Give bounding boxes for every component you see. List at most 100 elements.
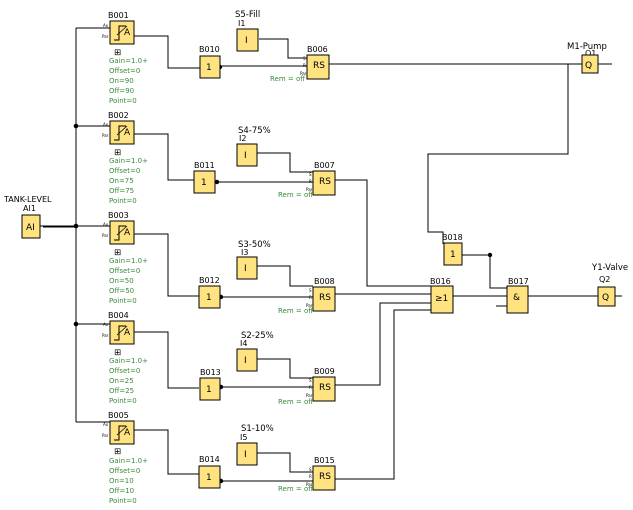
svg-text:Par: Par (306, 187, 313, 192)
svg-text:S: S (309, 288, 312, 293)
threshold-block-id: B003 (108, 211, 129, 220)
svg-text:Off=10: Off=10 (109, 487, 134, 495)
threshold-block-box (109, 320, 135, 345)
svg-text:Gain=1.0+: Gain=1.0+ (109, 157, 148, 165)
or-block-b016[interactable]: B016 ≥1 (430, 277, 454, 314)
threshold-block-b001[interactable]: B001 A Ax Par ⊞ Gain=1.0+ Offset=0 On=90… (102, 11, 148, 105)
threshold-block-b003[interactable]: B003 A Ax Par ⊞ Gain=1.0+ Offset=0 On=50… (102, 211, 148, 305)
svg-text:B012: B012 (199, 276, 220, 285)
svg-text:S5-Fill: S5-Fill (235, 10, 260, 20)
output-q2[interactable]: Y1-Valve Q2 Q (591, 263, 628, 307)
svg-text:I: I (244, 264, 247, 274)
svg-text:S: S (309, 172, 312, 177)
svg-text:Off=50: Off=50 (109, 287, 134, 295)
svg-text:Gain=1.0+: Gain=1.0+ (109, 457, 148, 465)
not-block-b013[interactable]: B013 1 (199, 368, 221, 401)
svg-text:Ax: Ax (103, 23, 109, 28)
svg-text:RS: RS (319, 383, 331, 393)
svg-text:A: A (124, 328, 131, 338)
expand-icon[interactable]: ⊞ (114, 148, 121, 158)
svg-text:Point=0: Point=0 (109, 497, 137, 505)
svg-text:R: R (309, 295, 312, 300)
svg-text:Q: Q (602, 293, 609, 303)
svg-text:Q1: Q1 (585, 49, 596, 58)
svg-text:I2: I2 (239, 134, 246, 143)
rs-block-b009[interactable]: B009 RS S R Par Rem = off (278, 367, 336, 406)
svg-text:B017: B017 (508, 277, 529, 286)
svg-text:Rem = off: Rem = off (278, 398, 313, 406)
svg-text:S: S (309, 467, 312, 472)
svg-text:S: S (303, 56, 306, 61)
svg-text:Offset=0: Offset=0 (109, 267, 140, 275)
digital-input-i2[interactable]: S4-75% I2 I (236, 126, 271, 167)
svg-text:B007: B007 (314, 161, 335, 170)
svg-text:On=50: On=50 (109, 277, 134, 285)
svg-text:RS: RS (319, 177, 331, 187)
threshold-block-b002[interactable]: B002 A Ax Par ⊞ Gain=1.0+ Offset=0 On=75… (102, 111, 148, 205)
analog-input-symbol: AI (26, 223, 35, 233)
digital-input-i1[interactable]: S5-Fill I1 I (235, 10, 260, 52)
svg-text:Par: Par (102, 433, 109, 438)
svg-text:Par: Par (102, 34, 109, 39)
svg-text:B006: B006 (307, 45, 328, 54)
rs-block-b015[interactable]: B015 RS S R Par Rem = off (278, 456, 336, 493)
svg-text:S1-10%: S1-10% (241, 424, 274, 434)
svg-text:I: I (244, 450, 247, 460)
svg-text:M1-Pump: M1-Pump (567, 42, 607, 52)
svg-text:I4: I4 (240, 339, 247, 348)
svg-text:B014: B014 (199, 455, 220, 464)
rs-block-b008[interactable]: B008 RS S R Par Rem = off (278, 277, 336, 315)
svg-text:Par: Par (102, 333, 109, 338)
threshold-block-box (109, 220, 135, 245)
svg-text:1: 1 (201, 178, 207, 188)
expand-icon[interactable]: ⊞ (114, 447, 121, 457)
svg-text:Y1-Valve: Y1-Valve (591, 263, 628, 273)
expand-icon[interactable]: ⊞ (114, 48, 121, 58)
digital-input-i4[interactable]: S2-25% I4 I (236, 331, 274, 372)
not-block-b012[interactable]: B012 1 (198, 276, 221, 309)
svg-text:Gain=1.0+: Gain=1.0+ (109, 57, 148, 65)
threshold-block-box (109, 420, 135, 445)
not-block-b018[interactable]: B018 1 (442, 233, 463, 266)
svg-text:Point=0: Point=0 (109, 297, 137, 305)
svg-text:On=25: On=25 (109, 377, 134, 385)
and-block-b017[interactable]: B017 & (506, 277, 529, 314)
threshold-block-id: B002 (108, 111, 129, 120)
not-block-b010[interactable]: B010 1 (199, 45, 221, 79)
svg-text:Rem = off: Rem = off (278, 307, 313, 315)
svg-text:RS: RS (319, 293, 331, 303)
threshold-block-b004[interactable]: B004 A Ax Par ⊞ Gain=1.0+ Offset=0 On=25… (102, 311, 148, 405)
threshold-block-box (109, 120, 135, 145)
rs-block-b006[interactable]: B006 RS S R Par Rem = off (270, 45, 330, 83)
svg-text:On=90: On=90 (109, 77, 134, 85)
svg-text:RS: RS (319, 472, 331, 482)
svg-text:A: A (124, 428, 131, 438)
rs-block-b007[interactable]: B007 RS S R Par Rem = off (278, 161, 336, 199)
analog-input-box (21, 214, 41, 239)
svg-text:RS: RS (313, 61, 325, 71)
svg-text:Par: Par (300, 71, 307, 76)
svg-text:B015: B015 (314, 456, 335, 465)
threshold-block-b005[interactable]: B005 A Ax Par ⊞ Gain=1.0+ Offset=0 On=10… (102, 411, 148, 505)
svg-text:S: S (309, 378, 312, 383)
output-q1[interactable]: M1-Pump Q1 Q (567, 42, 607, 74)
svg-text:R: R (309, 474, 312, 479)
analog-input-ai1[interactable]: TANK-LEVEL AI1 AI (3, 195, 52, 239)
svg-text:R: R (309, 179, 312, 184)
not-block-b014[interactable]: B014 1 (198, 455, 221, 489)
svg-text:Point=0: Point=0 (109, 97, 137, 105)
threshold-block-id: B001 (108, 11, 129, 20)
analog-input-id: AI1 (23, 204, 36, 213)
not-block-b011[interactable]: B011 1 (193, 161, 216, 194)
svg-text:≥1: ≥1 (435, 294, 448, 304)
digital-input-i3[interactable]: S3-50% I3 I (236, 240, 271, 280)
digital-input-i5[interactable]: S1-10% I5 I (236, 424, 274, 466)
expand-icon[interactable]: ⊞ (114, 248, 121, 258)
wires (40, 27, 622, 482)
svg-text:Par: Par (306, 303, 313, 308)
svg-text:Ax: Ax (103, 422, 109, 427)
svg-text:1: 1 (206, 385, 212, 395)
expand-icon[interactable]: ⊞ (114, 348, 121, 358)
svg-text:A: A (124, 28, 131, 38)
